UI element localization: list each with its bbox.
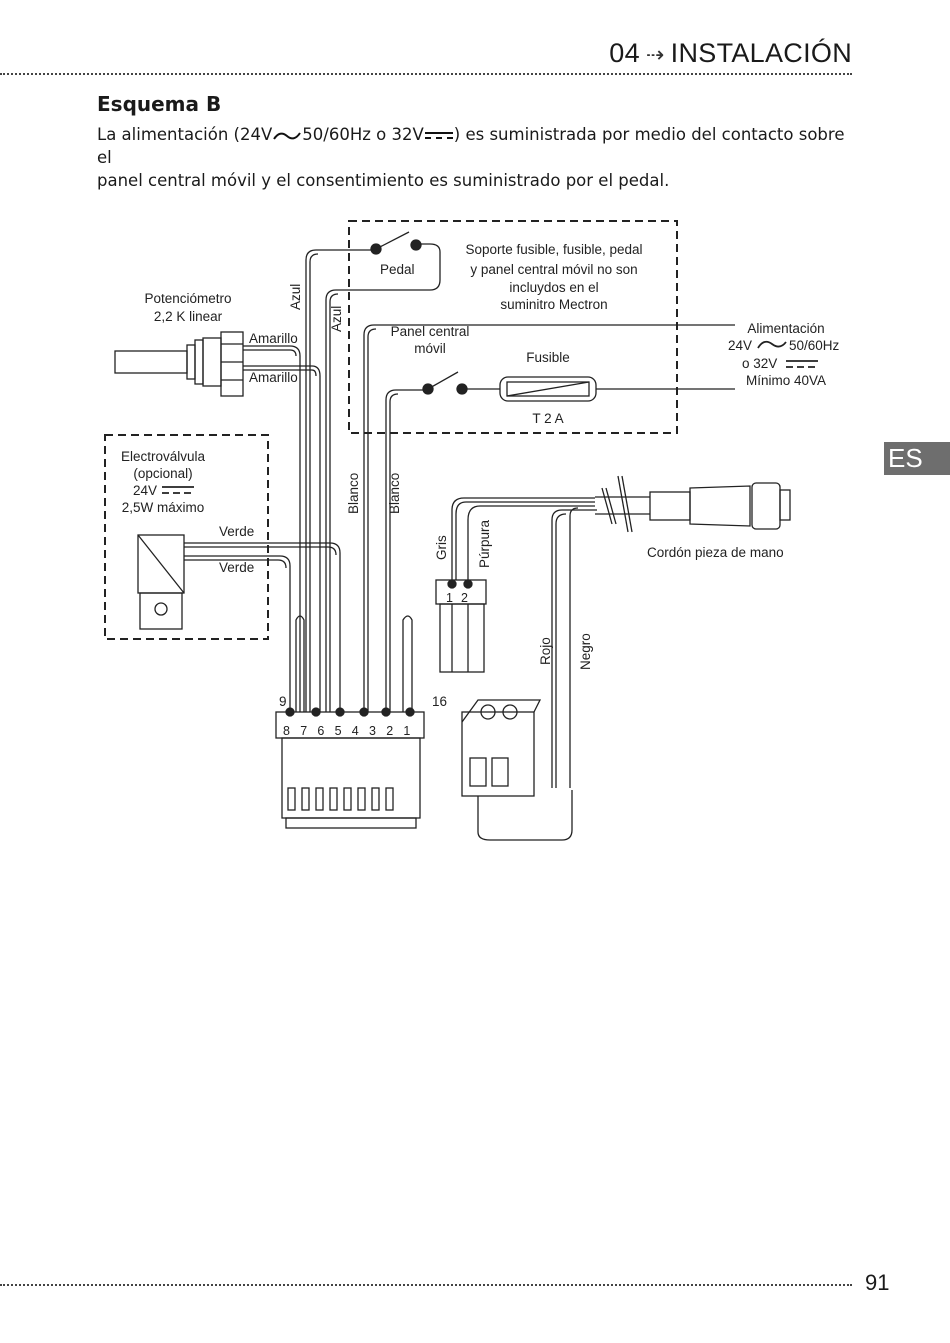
valve-dashed-box bbox=[104, 434, 269, 640]
dc-symbol-icon bbox=[424, 131, 454, 141]
header-divider bbox=[0, 73, 852, 75]
intro-paragraph: La alimentación (24V 50/60Hz o 32V) es su… bbox=[97, 123, 857, 192]
section-title: Esquema B bbox=[97, 92, 222, 116]
wire-label-blanco-2: Blanco bbox=[387, 473, 402, 514]
power-label-1: Alimentación bbox=[747, 321, 824, 336]
wire-label-negro: Negro bbox=[578, 633, 593, 670]
ac-symbol-icon bbox=[757, 340, 787, 349]
wire-label-verde-2: Verde bbox=[219, 560, 254, 575]
terminal-pin-number: 1 bbox=[403, 724, 410, 738]
language-tab: ES bbox=[884, 442, 950, 475]
handpiece-cord-connector bbox=[649, 482, 791, 530]
fuse-rating-label: T 2 A bbox=[532, 411, 563, 426]
wire-label-azul-1: Azul bbox=[288, 284, 303, 310]
valve-shape bbox=[137, 534, 185, 630]
wire-label-azul-2: Azul bbox=[329, 306, 344, 332]
chapter-number: 04 bbox=[609, 38, 640, 68]
dc-symbol-icon bbox=[786, 360, 818, 368]
small-pin-1: 1 bbox=[446, 591, 453, 605]
chapter-title: INSTALACIÓN bbox=[670, 38, 852, 68]
intro-text-2: 50/60Hz o 32V bbox=[302, 125, 424, 144]
terminal-pin-number: 8 bbox=[283, 724, 290, 738]
note-line-1: Soporte fusible, fusible, pedal bbox=[465, 242, 642, 257]
panel-label-1: Panel central bbox=[391, 324, 470, 339]
handpiece-cord-label: Cordón pieza de mano bbox=[647, 545, 784, 560]
intro-text-1: La alimentación (24V bbox=[97, 125, 273, 144]
valve-label-2: (opcional) bbox=[133, 466, 192, 481]
valve-label-4: 2,5W máximo bbox=[122, 500, 205, 515]
terminal-pin-number: 5 bbox=[335, 724, 342, 738]
main-terminal-block bbox=[275, 615, 425, 829]
wire-label-amarillo-2: Amarillo bbox=[249, 370, 298, 385]
power-connector bbox=[461, 699, 542, 797]
ac-symbol-icon bbox=[273, 131, 302, 140]
pedal-label: Pedal bbox=[380, 262, 415, 277]
terminal-pin-number: 6 bbox=[317, 724, 324, 738]
wire-label-blanco-1: Blanco bbox=[346, 473, 361, 514]
wire-label-verde-1: Verde bbox=[219, 524, 254, 539]
terminal-pin-number: 3 bbox=[369, 724, 376, 738]
note-line-2: y panel central móvil no son bbox=[470, 262, 637, 277]
page-number: 91 bbox=[865, 1270, 890, 1295]
valve-label-3: 24V bbox=[133, 483, 157, 498]
potentiometer-label-1: Potenciómetro bbox=[144, 291, 231, 306]
handpiece-connector-small bbox=[435, 579, 487, 673]
terminal-pin-number: 7 bbox=[300, 724, 307, 738]
wire-label-amarillo-1: Amarillo bbox=[249, 331, 298, 346]
intro-text-3: ) es suministrada por medio del contacto… bbox=[97, 125, 845, 167]
terminal-pin-number: 4 bbox=[352, 724, 359, 738]
fuse-label: Fusible bbox=[526, 350, 570, 365]
footer-divider bbox=[0, 1284, 852, 1286]
intro-text-4: panel central móvil y el consentimiento … bbox=[97, 171, 670, 190]
terminal-pin-9: 9 bbox=[279, 694, 287, 709]
terminal-pin-number: 2 bbox=[386, 724, 393, 738]
note-line-4: suminitro Mectron bbox=[500, 297, 607, 312]
power-label-hz: 50/60Hz bbox=[789, 338, 840, 353]
power-label-32v: o 32V bbox=[742, 356, 777, 371]
power-label-min: Mínimo 40VA bbox=[746, 373, 826, 388]
dc-symbol-icon bbox=[162, 486, 194, 494]
wire-label-purpura: Púrpura bbox=[477, 519, 492, 568]
wire-label-rojo: Rojo bbox=[538, 637, 553, 665]
small-pin-2: 2 bbox=[461, 591, 468, 605]
chapter-heading: 04⇢INSTALACIÓN bbox=[609, 38, 852, 69]
panel-label-2: móvil bbox=[414, 341, 446, 356]
terminal-pin-16: 16 bbox=[432, 694, 447, 709]
power-label-24v: 24V bbox=[728, 338, 752, 353]
wire-label-gris: Gris bbox=[434, 535, 449, 560]
note-line-3: incluydos en el bbox=[509, 280, 598, 295]
potentiometer-shape bbox=[114, 331, 244, 397]
valve-label-1: Electroválvula bbox=[121, 449, 206, 464]
supply-dashed-box bbox=[348, 220, 678, 434]
potentiometer-label-2: 2,2 K linear bbox=[154, 309, 223, 324]
dotted-arrow-icon: ⇢ bbox=[645, 42, 665, 67]
